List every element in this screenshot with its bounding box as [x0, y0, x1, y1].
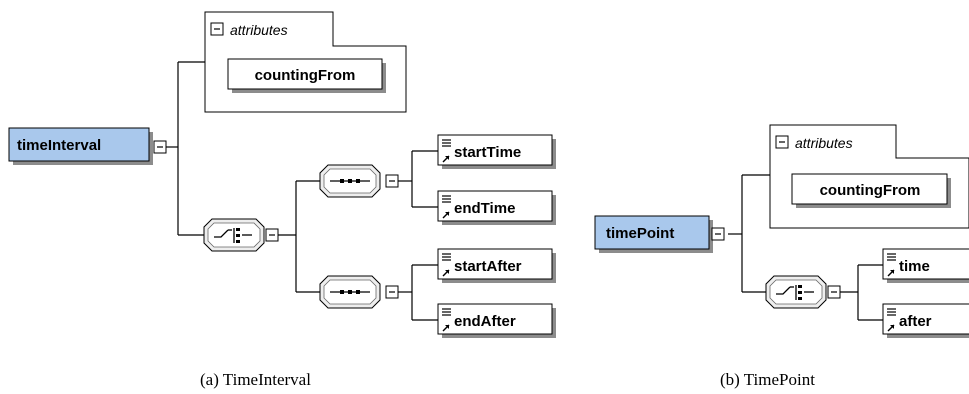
- element-box[interactable]: endTime: [437, 190, 556, 225]
- diagram-b: attributes countingFrom timePoint time: [594, 124, 969, 389]
- attributes-header: attributes: [230, 22, 288, 38]
- collapse-icon[interactable]: [827, 285, 841, 299]
- element-box[interactable]: endAfter: [437, 303, 556, 338]
- element-label: endTime: [454, 200, 515, 217]
- collapse-icon[interactable]: [265, 228, 279, 242]
- element-label: startAfter: [454, 258, 522, 275]
- sequence-connector-a2: [319, 275, 399, 309]
- sequence-connector-icon: [319, 164, 381, 198]
- sequence-connector-a1: [319, 164, 399, 198]
- sequence-connector-icon: [319, 275, 381, 309]
- choice-connector-b: [765, 275, 841, 309]
- element-box[interactable]: startAfter: [437, 248, 556, 283]
- attributes-group-a: attributes countingFrom: [204, 11, 407, 113]
- element-box[interactable]: startTime: [437, 134, 556, 169]
- element-label: startTime: [454, 144, 521, 161]
- attribute-counting-from: countingFrom: [820, 182, 921, 199]
- collapse-icon[interactable]: [711, 227, 725, 241]
- element-label: endAfter: [454, 313, 516, 330]
- collapse-icon[interactable]: [210, 22, 224, 36]
- collapse-icon[interactable]: [153, 140, 167, 154]
- attributes-group-b: attributes countingFrom: [769, 124, 969, 229]
- root-label: timeInterval: [17, 137, 101, 154]
- element-label: time: [899, 258, 930, 275]
- diagram-a: attributes countingFrom timeInterval: [8, 11, 556, 389]
- caption-b: (b) TimePoint: [720, 370, 815, 389]
- element-box[interactable]: time: [882, 248, 969, 283]
- choice-connector-icon: [765, 275, 827, 309]
- root-element-a[interactable]: timeInterval: [8, 127, 167, 165]
- choice-connector-a: [203, 218, 279, 252]
- attributes-header: attributes: [795, 135, 853, 151]
- connector-lines-a: [166, 61, 438, 321]
- choice-connector-icon: [203, 218, 265, 252]
- collapse-icon[interactable]: [775, 135, 789, 149]
- collapse-icon[interactable]: [385, 285, 399, 299]
- collapse-icon[interactable]: [385, 174, 399, 188]
- root-label: timePoint: [606, 225, 674, 242]
- element-label: after: [899, 313, 932, 330]
- root-element-b[interactable]: timePoint: [594, 215, 725, 253]
- element-box[interactable]: after: [882, 303, 969, 338]
- connector-lines-b: [728, 174, 883, 321]
- attribute-counting-from: countingFrom: [255, 67, 356, 84]
- caption-a: (a) TimeInterval: [200, 370, 311, 389]
